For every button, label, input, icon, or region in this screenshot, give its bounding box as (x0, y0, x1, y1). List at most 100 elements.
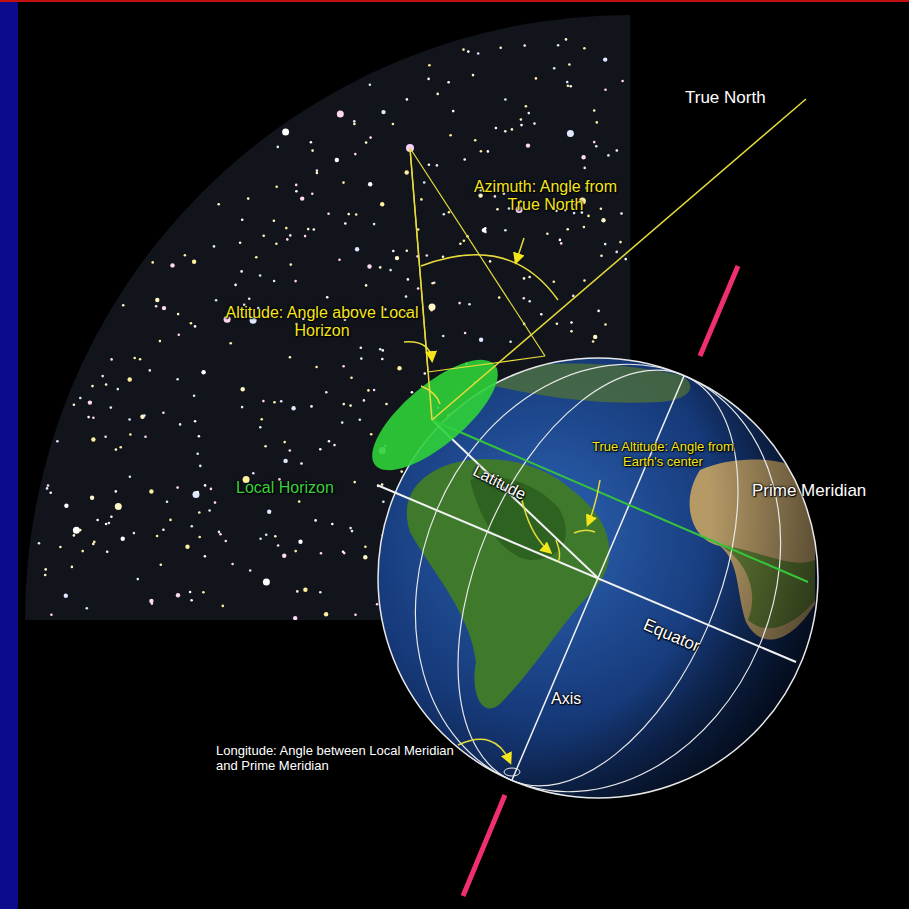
leader-arrow (404, 342, 432, 360)
star-dot (128, 377, 132, 381)
star-dot (294, 550, 297, 553)
star-dot (117, 388, 120, 391)
star-dot (528, 300, 531, 303)
star-dot (333, 444, 336, 447)
star-dot (360, 357, 363, 360)
star-dot (568, 63, 571, 66)
star-dot (151, 261, 154, 264)
star-dot (248, 297, 251, 300)
star-dot (431, 282, 434, 285)
star-dot (277, 544, 280, 547)
star-dot (90, 496, 94, 500)
star-dot (615, 251, 618, 254)
star-dot (587, 215, 590, 218)
star-dot (252, 472, 255, 475)
star-dot (368, 182, 372, 186)
star-dot (320, 552, 323, 555)
star-dot (428, 64, 431, 67)
star-dot (295, 184, 298, 187)
star-dot (316, 169, 319, 172)
star-dot (231, 563, 234, 566)
star-dot (353, 481, 356, 484)
star-dot (395, 256, 399, 260)
star-dot (535, 77, 538, 80)
star-dot (583, 279, 586, 282)
star-dot (528, 276, 531, 279)
star-dot (267, 510, 271, 514)
star-dot (210, 488, 213, 491)
leader-arrow (522, 500, 550, 552)
star-dot (559, 239, 562, 242)
star-dot (489, 260, 492, 263)
star-dot (604, 243, 607, 246)
star-dot (162, 412, 165, 415)
star-dot (178, 333, 181, 336)
star-dot (64, 594, 68, 598)
star-dot (328, 440, 331, 443)
star-dot (429, 304, 436, 311)
star-dot (44, 568, 47, 571)
star-dot (185, 545, 189, 549)
star-dot (557, 44, 560, 47)
star-dot (105, 383, 108, 386)
star-dot (569, 85, 572, 88)
star-dot (96, 519, 99, 522)
star-dot (338, 259, 341, 262)
star-dot (119, 446, 122, 449)
leader-arrow (458, 739, 510, 762)
star-dot (385, 403, 388, 406)
star-dot (498, 296, 501, 299)
star-dot (520, 124, 523, 127)
star-dot (405, 170, 409, 174)
star-dot (335, 158, 339, 162)
star-dot (324, 612, 328, 616)
star-dot (219, 533, 222, 536)
star-dot (304, 235, 307, 238)
star-dot (355, 213, 358, 216)
star-dot (504, 229, 507, 232)
star-dot (241, 387, 245, 391)
star-dot (73, 534, 76, 537)
star-dot (93, 541, 96, 544)
star-dot (593, 141, 596, 144)
star-dot (392, 250, 395, 253)
star-dot (140, 415, 144, 419)
star-dot (443, 213, 446, 216)
star-dot (360, 346, 363, 349)
star-dot (280, 400, 283, 403)
star-dot (525, 105, 528, 108)
star-dot (149, 369, 152, 372)
star-dot (480, 150, 483, 153)
star-dot (363, 555, 367, 559)
star-dot (526, 143, 530, 147)
star-dot (311, 193, 314, 196)
star-dot (262, 235, 265, 238)
star-dot (458, 302, 461, 305)
star-dot (620, 212, 623, 215)
star-dot (380, 202, 384, 206)
star-dot (436, 93, 439, 96)
star-dot (367, 389, 370, 392)
star-dot (283, 459, 287, 463)
star-dot (499, 46, 502, 49)
star-dot (101, 375, 104, 378)
star-dot (604, 323, 607, 326)
star-dot (495, 127, 498, 130)
star-dot (354, 153, 357, 156)
star-dot (313, 228, 316, 231)
star-dot (583, 167, 586, 170)
star-dot (294, 280, 297, 283)
star-dot (259, 274, 262, 277)
star-dot (504, 130, 507, 133)
star-dot (307, 228, 310, 231)
direction-label: True North (685, 88, 766, 108)
star-dot (604, 89, 607, 92)
star-dot (452, 110, 455, 113)
prime-meridian-line (351, 307, 845, 849)
star-dot (273, 219, 276, 222)
star-dot (64, 504, 68, 508)
star-dot (159, 340, 162, 343)
star-dot (310, 405, 313, 408)
star-dot (389, 269, 392, 272)
star-dot (314, 519, 317, 522)
